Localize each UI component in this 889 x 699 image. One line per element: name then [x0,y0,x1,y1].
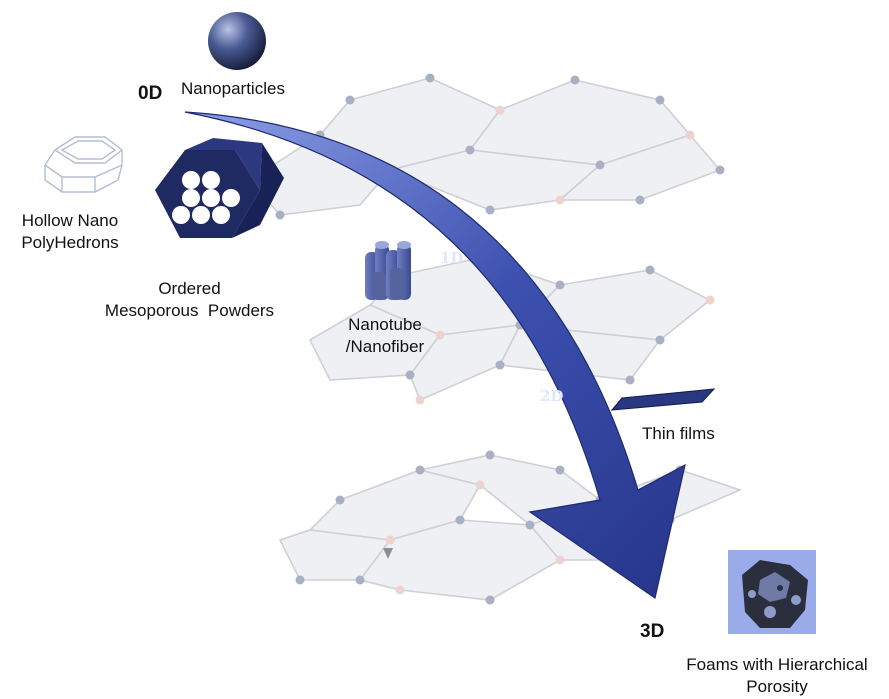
foam-cube-icon [728,550,816,634]
nanoparticle-sphere-icon [208,12,266,70]
label-hollow-polyhedrons: Hollow Nano PolyHedrons [5,210,135,254]
label-0d: 0D [138,83,163,104]
mesoporous-hexagon-icon [155,138,284,238]
label-foams-line1: Foams with Hierarchical [686,655,868,674]
hollow-polyhedron-icon [44,136,124,193]
label-nanotube-line2: /Nanofiber [345,337,425,356]
label-foams: Foams with Hierarchical Porosity [665,654,889,698]
thin-film-icon [610,388,716,411]
label-3d: 3D [640,621,665,642]
label-nanotube: Nanotube /Nanofiber [330,314,440,358]
label-ordered-line1: Ordered [158,279,221,298]
label-2d: 2D [540,387,564,405]
label-ordered-line2: Mesoporous Powders [104,301,275,320]
label-nanotube-line1: Nanotube [348,315,422,334]
label-foams-line2: Porosity [746,677,808,696]
label-thin-films: Thin films [642,424,715,443]
label-1d: 1D [440,249,464,267]
label-hollow-line1: Hollow Nano [21,211,119,230]
label-hollow-line2: PolyHedrons [21,233,119,252]
label-ordered-mesoporous: Ordered Mesoporous Powders [82,278,297,322]
nanotube-bundle-icon [365,241,411,300]
label-nanoparticles: Nanoparticles [181,79,285,98]
dimension-arrow [184,111,686,599]
